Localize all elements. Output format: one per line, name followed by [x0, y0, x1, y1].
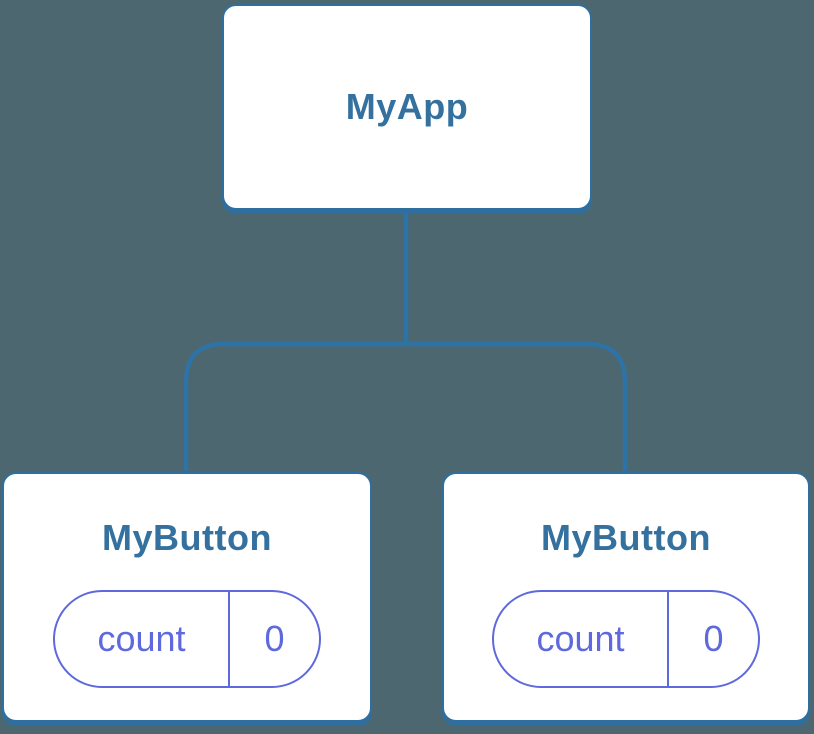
- node-title: MyApp: [345, 86, 469, 127]
- state-value-cell: 0: [669, 592, 758, 686]
- state-divider: [228, 592, 230, 686]
- node-title: MyButton: [541, 517, 711, 558]
- state-key-cell: count: [55, 592, 228, 686]
- node-title: MyButton: [102, 517, 272, 558]
- state-value: 0: [264, 618, 285, 659]
- state-key: count: [97, 618, 186, 659]
- state-pill: count 0: [492, 590, 760, 688]
- tree-node-mybutton-left: MyButton count 0: [2, 472, 372, 722]
- state-pill: count 0: [53, 590, 321, 688]
- tree-node-mybutton-right: MyButton count 0: [442, 472, 810, 722]
- connector-branch: [183, 341, 628, 471]
- state-divider: [667, 592, 669, 686]
- state-value-cell: 0: [230, 592, 319, 686]
- state-key-cell: count: [494, 592, 667, 686]
- state-key: count: [536, 618, 625, 659]
- tree-node-myapp: MyApp: [222, 4, 592, 210]
- state-value: 0: [703, 618, 724, 659]
